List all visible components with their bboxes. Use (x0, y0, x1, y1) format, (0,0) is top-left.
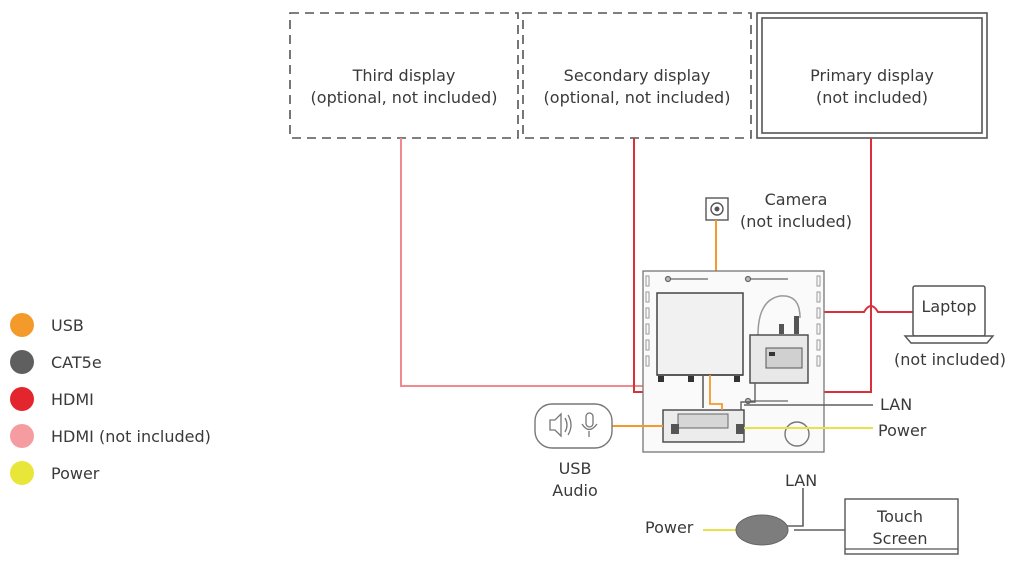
slot-l6 (645, 355, 650, 367)
panel-clips (664, 275, 788, 405)
third-display-note: (optional, not included) (310, 88, 498, 107)
microphone-icon (581, 412, 598, 437)
legend-label-power: Power (51, 463, 100, 483)
usb-audio-label: USB Audio (552, 458, 597, 502)
legend-label-cat5e: CAT5e (51, 352, 102, 372)
third-display-box (289, 12, 519, 139)
slot-l4 (645, 323, 650, 335)
clip-dot-2 (744, 275, 752, 283)
compute-port-1 (658, 376, 664, 382)
legend-item-cat5e: CAT5e (10, 349, 102, 375)
laptop-label: Laptop (921, 297, 977, 316)
hdmi-cable-laptop (777, 305, 915, 332)
laptop-note: (not included) (894, 350, 1006, 369)
power-injector (735, 514, 789, 546)
legend-item-hdmi-not-included: HDMI (not included) (10, 423, 211, 449)
ingest-loop-cable (757, 295, 801, 336)
clip-dot-3 (744, 397, 752, 405)
legend-swatch-hdmi (10, 387, 34, 411)
laptop-base (903, 335, 995, 344)
touch-screen-device (844, 498, 959, 555)
slot-l5 (645, 339, 650, 351)
slot-l3 (645, 307, 650, 319)
panel-knockout (784, 421, 810, 447)
legend-item-usb: USB (10, 312, 84, 338)
slot-r1 (816, 275, 821, 287)
camera-title: Camera (764, 190, 828, 209)
speaker-icon (549, 412, 572, 438)
camera-lens (710, 202, 724, 216)
primary-display-note: (not included) (816, 88, 928, 107)
touch-screen-note: Screen (872, 529, 928, 548)
ingest-connector-1 (779, 324, 784, 334)
legend-item-hdmi: HDMI (10, 386, 94, 412)
compute-port-3 (734, 376, 740, 382)
camera-label: Camera (not included) (740, 189, 852, 233)
legend-swatch-hdmi-not-included (10, 424, 34, 448)
slot-r2 (816, 291, 821, 303)
slot-l2 (645, 291, 650, 303)
slot-l1 (645, 275, 650, 287)
touch-screen-title: Touch (877, 507, 923, 526)
usb-internal-1 (709, 375, 723, 410)
camera-lens-center (714, 206, 720, 212)
power-hub-port-right (736, 424, 744, 434)
primary-display-label: Primary display (not included) (810, 65, 934, 109)
secondary-display-title: Secondary display (563, 66, 711, 85)
slot-r4 (816, 323, 821, 335)
usb-audio-device (534, 403, 613, 449)
usb-audio-note: Audio (552, 481, 598, 500)
secondary-display-note: (optional, not included) (543, 88, 731, 107)
legend-label-hdmi-not-included: HDMI (not included) (51, 426, 211, 446)
third-display-title: Third display (352, 66, 456, 85)
clip-dot-1 (664, 275, 672, 283)
compute-port-2 (688, 376, 694, 382)
camera-note: (not included) (740, 212, 852, 231)
slot-r6 (816, 355, 821, 367)
power-hub-port-left (671, 424, 679, 434)
mic-capsule (585, 412, 594, 428)
panel-slots (645, 275, 821, 367)
primary-display-box-inner (761, 17, 983, 134)
secondary-display-box (522, 12, 752, 139)
ingest-connector-2 (794, 316, 799, 334)
ingest-port (769, 352, 775, 356)
slot-r5 (816, 339, 821, 351)
legend-item-power: Power (10, 460, 99, 486)
power-touch-label: Power (645, 518, 694, 537)
legend-swatch-usb (10, 313, 34, 337)
power-hub-panel (677, 413, 729, 429)
hdmi-cable-third-display (400, 138, 660, 387)
third-display-label: Third display (optional, not included) (311, 65, 498, 109)
primary-display-title: Primary display (810, 66, 934, 85)
legend-swatch-power (10, 461, 34, 485)
legend-swatch-cat5e (10, 350, 34, 374)
compute-module (656, 292, 744, 376)
cat5e-cable-touch (780, 488, 804, 527)
slot-r3 (816, 307, 821, 319)
usb-audio-title: USB (558, 459, 592, 478)
lan-label: LAN (880, 395, 913, 414)
secondary-display-label: Secondary display (optional, not include… (544, 65, 731, 109)
touch-screen-label: Touch Screen (872, 506, 927, 550)
legend-label-hdmi: HDMI (51, 389, 94, 409)
lan-touch-label: LAN (785, 471, 818, 490)
power-label: Power (878, 421, 927, 440)
cat5e-internal-2 (740, 383, 756, 410)
ingest-panel (765, 347, 803, 369)
legend-label-usb: USB (51, 315, 84, 335)
